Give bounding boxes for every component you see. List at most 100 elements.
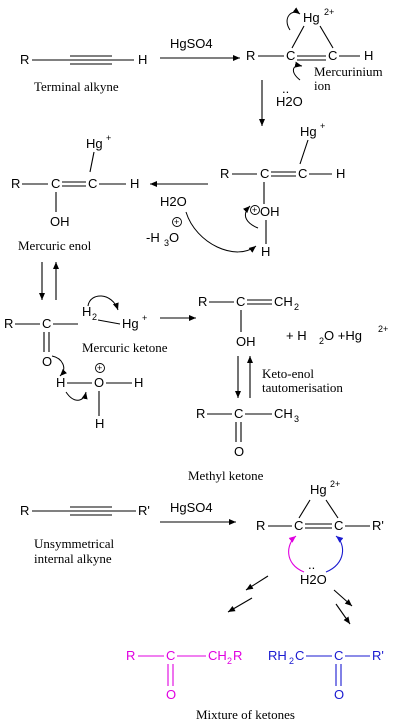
svg-text:Hg: Hg (300, 124, 317, 139)
svg-text:C: C (260, 166, 269, 181)
svg-text:3: 3 (294, 414, 299, 424)
svg-text:C: C (298, 166, 307, 181)
svg-text:C: C (236, 294, 245, 309)
svg-text:+ H: + H (286, 328, 307, 343)
svg-text:H: H (56, 375, 65, 390)
svg-text:Hg: Hg (86, 136, 103, 151)
svg-text:H: H (336, 166, 345, 181)
byproducts: + H 2 O +Hg 2+ (286, 324, 388, 346)
svg-text:+: + (106, 133, 111, 143)
svg-text:H2O: H2O (300, 572, 327, 587)
svg-text:OH: OH (50, 214, 70, 229)
svg-text:2: 2 (294, 302, 299, 312)
svg-text:R': R' (372, 648, 384, 663)
svg-text:R: R (256, 518, 265, 533)
svg-text:Unsymmetrical: Unsymmetrical (34, 536, 115, 551)
svg-text:O: O (42, 354, 52, 369)
svg-text:R: R (198, 294, 207, 309)
svg-text:-H: -H (146, 230, 160, 245)
svg-text:R: R (246, 48, 255, 63)
svg-text:Hg: Hg (310, 482, 327, 497)
svg-text:2+: 2+ (330, 479, 340, 489)
svg-text:R: R (11, 176, 20, 191)
unsymmetrical-alkyne: R R' Unsymmetrical internal alkyne (20, 503, 150, 566)
mercuric-ketone: R C H 2 Hg + O Mercuric ketone (4, 295, 168, 377)
svg-text:ion: ion (314, 78, 331, 93)
svg-text:R: R (233, 648, 242, 663)
svg-text:2: 2 (319, 336, 324, 346)
methyl-ketone: R C CH 3 O Methyl ketone (188, 406, 299, 483)
mercuric-enol-caption: Mercuric enol (18, 238, 92, 253)
svg-text:Mercurinium: Mercurinium (314, 64, 383, 79)
svg-text:+: + (97, 363, 102, 373)
svg-text:+: + (252, 205, 257, 215)
svg-text:H2O: H2O (276, 94, 303, 109)
svg-text:C: C (88, 176, 97, 191)
svg-text:RH: RH (268, 648, 287, 663)
branch-arrows (227, 575, 353, 625)
equilibrium-arrows-1 (39, 262, 59, 300)
svg-text:H: H (364, 48, 373, 63)
svg-text:C: C (295, 648, 304, 663)
svg-text:H: H (82, 304, 91, 319)
mercurinium-ion: R C C H Hg 2+ Mercurinium ion .. H2O (246, 7, 383, 109)
enol: R C CH 2 OH (198, 294, 299, 349)
svg-text:C: C (294, 518, 303, 533)
svg-text:HgSO4: HgSO4 (170, 500, 213, 515)
svg-text:H2O: H2O (160, 194, 187, 209)
svg-text:C: C (286, 48, 295, 63)
svg-text:H: H (130, 176, 139, 191)
svg-text:R: R (126, 648, 135, 663)
methyl-ketone-caption: Methyl ketone (188, 468, 264, 483)
svg-text:+: + (320, 121, 325, 131)
water-base: H2O + -H 3 O (146, 194, 257, 253)
svg-text:O +Hg: O +Hg (324, 328, 362, 343)
svg-text:H: H (261, 244, 270, 259)
svg-text:H: H (95, 416, 104, 431)
svg-text:C: C (234, 406, 243, 421)
oxonium-intermediate: Hg + R C C H OH + H (220, 121, 345, 259)
mixture-caption: Mixture of ketones (196, 707, 295, 722)
svg-text:2+: 2+ (378, 324, 388, 334)
terminal-alkyne-caption: Terminal alkyne (34, 79, 119, 94)
svg-text:R': R' (138, 503, 150, 518)
svg-text:OH: OH (236, 334, 256, 349)
svg-text:R: R (20, 52, 29, 67)
svg-text:Keto-enol: Keto-enol (262, 366, 314, 381)
hydronium: H O + H H (56, 363, 143, 431)
svg-text:HgSO4: HgSO4 (170, 36, 213, 51)
svg-text:C: C (42, 316, 51, 331)
svg-text:R: R (20, 503, 29, 518)
svg-text:O: O (166, 687, 176, 702)
svg-text:..: .. (308, 557, 315, 572)
svg-text:2+: 2+ (324, 7, 334, 17)
svg-text:2: 2 (289, 656, 294, 666)
hgso4-arrow-1: HgSO4 (160, 36, 240, 61)
svg-text:CH: CH (274, 406, 293, 421)
svg-text:Hg: Hg (122, 316, 139, 331)
svg-text:CH: CH (208, 648, 227, 663)
svg-text:Hg: Hg (303, 10, 320, 25)
svg-text:CH: CH (274, 294, 293, 309)
svg-text:+: + (142, 313, 147, 323)
svg-text:3: 3 (164, 238, 169, 248)
svg-text:C: C (51, 176, 60, 191)
hgso4-arrow-2: HgSO4 (160, 500, 236, 525)
mercuric-enol: Hg + R C C H OH Mercuric enol (11, 133, 139, 253)
svg-text:C: C (166, 648, 175, 663)
svg-text:R: R (4, 316, 13, 331)
keto-enol-arrows: Keto-enol tautomerisation (235, 356, 343, 398)
svg-text:H: H (134, 375, 143, 390)
svg-text:O: O (334, 687, 344, 702)
svg-text:tautomerisation: tautomerisation (262, 380, 343, 395)
ketone-product-1: R C CH 2 R O (126, 648, 242, 702)
svg-text:O: O (94, 375, 104, 390)
svg-text:R': R' (372, 518, 384, 533)
svg-text:O: O (234, 444, 244, 459)
svg-text:internal alkyne: internal alkyne (34, 551, 112, 566)
svg-text:2: 2 (227, 656, 232, 666)
svg-text:..: .. (282, 81, 289, 96)
svg-text:+: + (174, 217, 179, 227)
svg-text:R: R (196, 406, 205, 421)
